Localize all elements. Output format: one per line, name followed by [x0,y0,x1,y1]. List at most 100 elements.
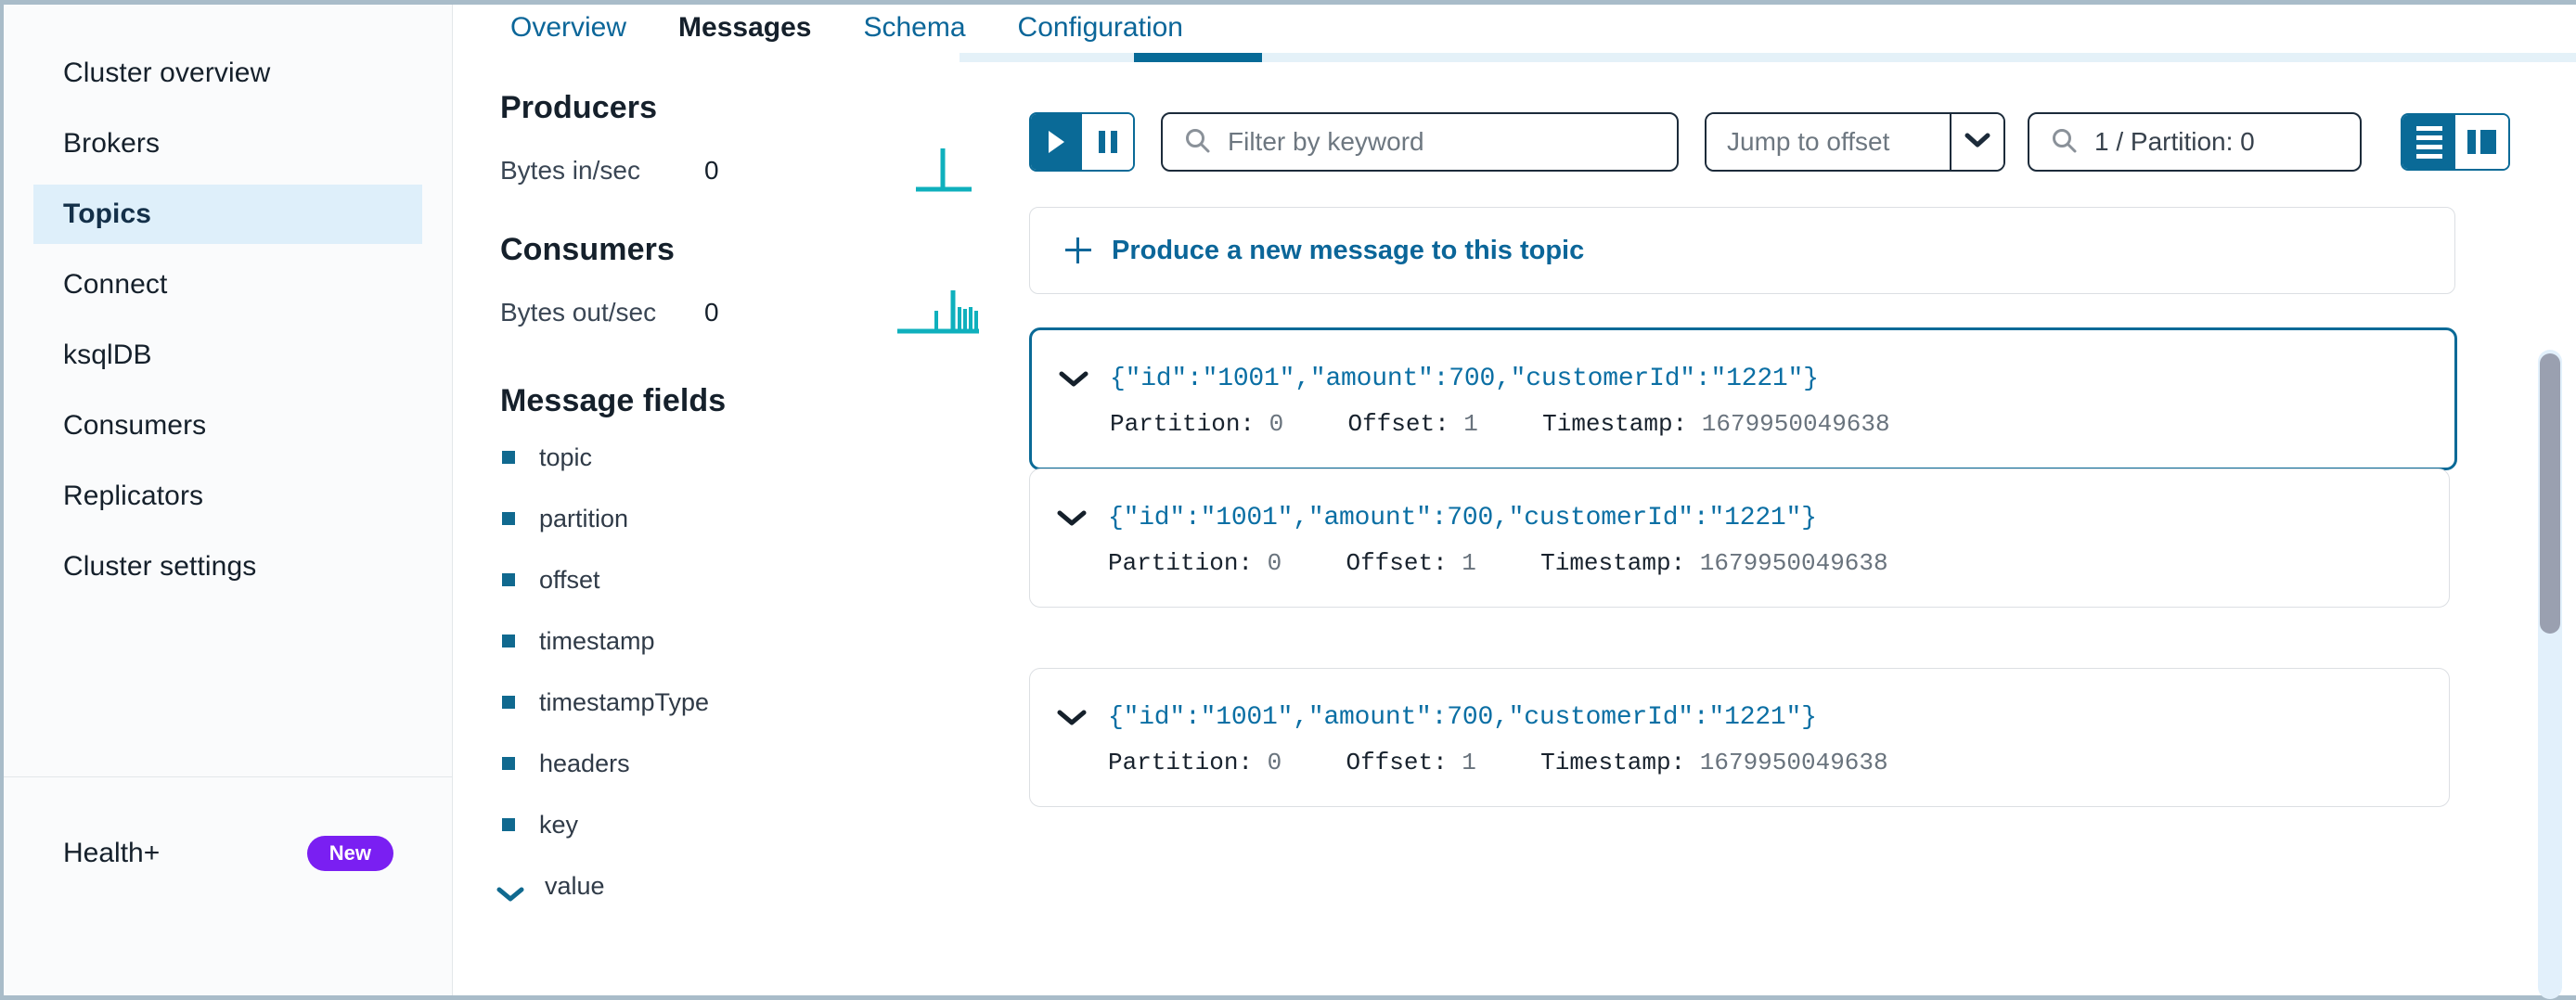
field-item-key[interactable]: key [454,794,1011,855]
sidebar: Cluster overview Brokers Topics Connect … [4,5,453,995]
timestamp-value: 1679950049638 [1699,549,1888,577]
offset-label: Offset: [1346,549,1448,577]
sidebar-item-connect[interactable]: Connect [33,255,422,314]
message-card[interactable]: {"id":"1001","amount":700,"customerId":"… [1029,668,2450,807]
pause-button[interactable] [1082,114,1133,170]
tab-active-indicator [1134,53,1262,62]
bullet-icon [502,696,515,709]
tab-overview[interactable]: Overview [510,5,626,44]
message-meta: Partition: 0 Offset: 1 Timestamp: 167995… [1056,549,2449,577]
bullet-icon [502,757,515,770]
tab-underline-track [960,53,2576,62]
sidebar-item-cluster-overview[interactable]: Cluster overview [33,44,422,103]
search-icon [1183,126,1211,159]
message-card[interactable]: {"id":"1001","amount":700,"customerId":"… [1029,327,2457,470]
sidebar-item-ksqldb[interactable]: ksqlDB [33,326,422,385]
message-card[interactable]: {"id":"1001","amount":700,"customerId":"… [1029,468,2450,608]
field-item-value[interactable]: value [454,855,1011,917]
field-label: topic [539,442,593,471]
chevron-down-icon[interactable] [496,879,524,902]
field-label: offset [539,565,600,594]
sidebar-item-label: Cluster settings [63,551,257,582]
produce-message-button[interactable]: Produce a new message to this topic [1029,207,2455,294]
sidebar-item-consumers[interactable]: Consumers [33,396,422,455]
sidebar-item-label: Replicators [63,481,204,511]
offset-search-value: 1 / Partition: 0 [2094,127,2255,156]
partition-label: Partition: [1110,410,1256,438]
columns-icon [2467,130,2496,154]
filter-input[interactable]: Filter by keyword [1161,112,1679,172]
message-header: {"id":"1001","amount":700,"customerId":"… [1058,360,2454,397]
field-item-topic[interactable]: topic [454,427,1011,488]
bullet-icon [502,451,515,464]
view-toggle-group [2401,113,2510,171]
field-label: headers [539,749,630,777]
sidebar-item-brokers[interactable]: Brokers [33,114,422,173]
chevron-down-icon[interactable] [1056,708,1088,726]
tabs-row: Overview Messages Schema Configuration [510,5,1235,53]
tab-configuration[interactable]: Configuration [1018,5,1183,44]
jump-to-offset-input[interactable]: Jump to offset [1707,114,1950,170]
message-header: {"id":"1001","amount":700,"customerId":"… [1056,699,2449,736]
jump-placeholder: Jump to offset [1727,127,1890,156]
field-item-offset[interactable]: offset [454,549,1011,610]
health-plus-label: Health+ [63,838,161,868]
partition-value: 0 [1267,549,1282,577]
partition-label: Partition: [1108,749,1254,776]
scrollbar-thumb[interactable] [2540,353,2560,634]
sidebar-item-replicators[interactable]: Replicators [33,467,422,526]
jump-dropdown-button[interactable] [1950,114,2003,170]
message-fields-list: topic partition offset timestamp timesta… [454,419,1011,917]
chevron-down-icon[interactable] [1058,369,1089,388]
sidebar-item-label: Topics [63,199,152,229]
bytes-out-value: 0 [704,298,719,327]
list-view-button[interactable] [2402,115,2455,169]
message-json: {"id":"1001","amount":700,"customerId":"… [1110,364,1819,393]
tab-label: Configuration [1017,12,1183,43]
sidebar-item-topics[interactable]: Topics [33,185,422,244]
consumers-heading: Consumers [500,232,675,267]
status-badge-new: New [306,836,393,871]
tab-label: Schema [863,12,966,43]
field-item-timestamp[interactable]: timestamp [454,610,1011,672]
message-header: {"id":"1001","amount":700,"customerId":"… [1056,499,2449,536]
bullet-icon [502,635,515,647]
timestamp-label: Timestamp: [1540,749,1686,776]
timestamp-label: Timestamp: [1540,549,1686,577]
play-pause-group [1029,112,1135,172]
offset-value: 1 [1462,549,1476,577]
offset-value: 1 [1462,749,1476,776]
tab-schema[interactable]: Schema [863,5,965,44]
sidebar-item-label: Consumers [63,410,207,441]
field-label: value [545,871,605,900]
partition-value: 0 [1267,749,1282,776]
messages-panel: Filter by keyword Jump to offset [1011,70,2576,999]
sidebar-item-health-plus[interactable]: Health+ New [4,821,453,886]
play-button[interactable] [1031,114,1082,170]
message-meta: Partition: 0 Offset: 1 Timestamp: 167995… [1058,410,2454,438]
timestamp-value: 1679950049638 [1699,749,1888,776]
sidebar-item-label: Cluster overview [63,58,271,88]
producers-heading: Producers [500,90,658,125]
field-item-headers[interactable]: headers [454,733,1011,794]
offset-search-input[interactable]: 1 / Partition: 0 [2028,112,2362,172]
field-label: partition [539,504,629,532]
field-label: key [539,810,579,839]
offset-value: 1 [1463,410,1478,438]
field-item-partition[interactable]: partition [454,488,1011,549]
consumers-sparkline [890,279,983,349]
messages-toolbar: Filter by keyword Jump to offset [1029,111,2560,173]
tab-messages[interactable]: Messages [678,5,811,44]
message-json: {"id":"1001","amount":700,"customerId":"… [1108,503,1817,532]
partition-label: Partition: [1108,549,1254,577]
bullet-icon [502,512,515,525]
chevron-down-icon[interactable] [1056,508,1088,527]
sidebar-item-label: Connect [63,269,168,300]
sidebar-item-label: Brokers [63,128,161,159]
message-fields-heading: Message fields [500,383,727,418]
sidebar-item-cluster-settings[interactable]: Cluster settings [33,537,422,596]
field-item-timestamptype[interactable]: timestampType [454,672,1011,733]
card-view-button[interactable] [2455,115,2508,169]
chevron-down-icon [1964,132,1991,153]
